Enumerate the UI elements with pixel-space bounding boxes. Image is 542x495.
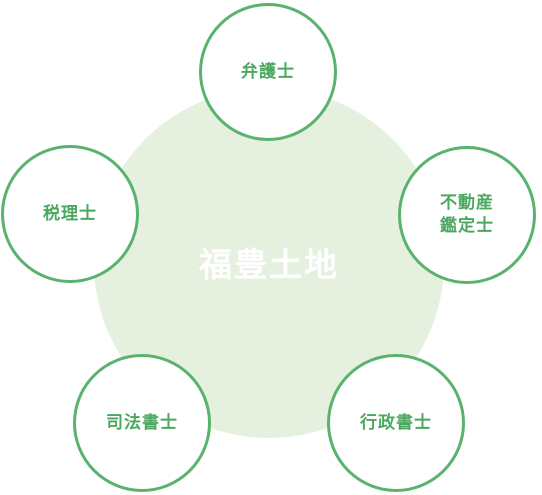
node-real-estate-appraiser: 不動産 鑑定士	[398, 146, 536, 284]
center-label: 福豊土地	[199, 245, 339, 284]
node-tax-accountant: 税理士	[1, 145, 139, 283]
node-judicial-scrivener: 司法書士	[73, 354, 211, 492]
node-administrative-scrivener: 行政書士	[327, 354, 465, 492]
node-lawyer: 弁護士	[199, 3, 337, 141]
